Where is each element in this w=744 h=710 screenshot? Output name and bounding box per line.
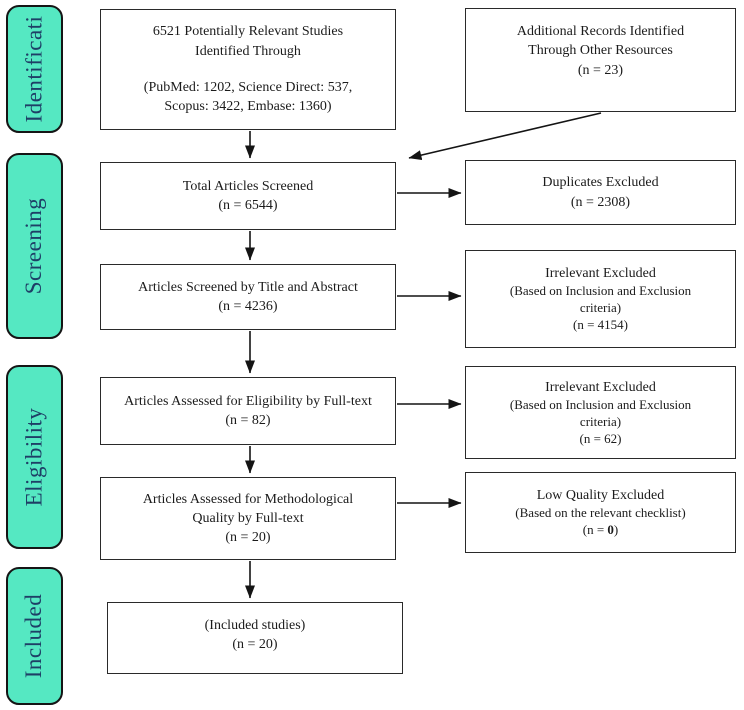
box-fulltext-eligibility-count: (n = 82) [225, 413, 271, 428]
stage-eligibility-label: Eligibility [21, 407, 47, 507]
box-records-identified-line: 6521 Potentially Relevant Studies [152, 24, 344, 40]
box-irrelevant-excluded-1-subline: criteria) [579, 300, 622, 316]
box-records-identified-line: Identified Through [195, 43, 301, 59]
box-low-quality-excluded-title: Low Quality Excluded [536, 487, 665, 503]
box-title-abstract-line: Articles Screened by Title and Abstract [138, 279, 358, 295]
box-irrelevant-excluded-1: Irrelevant Excluded (Based on Inclusion … [465, 250, 736, 348]
box-additional-records: Additional Records Identified Through Ot… [465, 8, 736, 112]
box-methodological-quality-line: Quality by Full-text [192, 510, 304, 526]
box-additional-records-line: Through Other Resources [528, 43, 673, 59]
box-methodological-quality-count: (n = 20) [225, 530, 271, 546]
box-total-screened-line: Total Articles Screened [182, 178, 314, 194]
box-low-quality-excluded: Low Quality Excluded (Based on the relev… [465, 472, 736, 553]
box-duplicates-excluded: Duplicates Excluded (n = 2308) [465, 160, 736, 225]
box-fulltext-eligibility-line: Articles Assessed for Eligibility by Ful… [124, 393, 372, 409]
box-included-studies: (Included studies) (n = 20) [107, 602, 403, 674]
box-included-studies-line: (Included studies) [204, 618, 306, 633]
box-irrelevant-excluded-2-count: (n = 62) [579, 430, 622, 446]
box-additional-records-count: (n = 23) [577, 62, 624, 78]
box-additional-records-line: Additional Records Identified [516, 24, 685, 39]
box-irrelevant-excluded-2: Irrelevant Excluded (Based on Inclusion … [465, 366, 736, 459]
stage-eligibility: Eligibility [6, 365, 63, 549]
box-irrelevant-excluded-2-subline: criteria) [579, 413, 622, 429]
box-fulltext-eligibility: Articles Assessed for Eligibility by Ful… [100, 377, 396, 445]
box-records-identified-line: Scopus: 3422, Embase: 1360) [164, 99, 332, 115]
stage-screening-label: Screening [21, 197, 47, 295]
box-irrelevant-excluded-2-title: Irrelevant Excluded [545, 379, 656, 395]
box-duplicates-excluded-line: Duplicates Excluded [542, 175, 659, 191]
stage-included: Included [6, 567, 63, 705]
box-low-quality-excluded-count: (n = 0) [582, 522, 619, 538]
stage-included-label: Included [21, 593, 47, 679]
stage-screening: Screening [6, 153, 63, 339]
box-methodological-quality-line: Articles Assessed for Methodological [142, 491, 354, 507]
box-low-quality-excluded-subline: (Based on the relevant checklist) [515, 505, 686, 521]
box-records-identified: 6521 Potentially Relevant Studies Identi… [100, 9, 396, 130]
box-records-identified-line: (PubMed: 1202, Science Direct: 537, [143, 80, 353, 95]
box-total-screened-count: (n = 6544) [218, 198, 278, 213]
box-irrelevant-excluded-1-count: (n = 4154) [573, 317, 628, 333]
stage-identification: Identificati [6, 5, 63, 133]
stage-identification-label: Identificati [21, 15, 47, 123]
box-irrelevant-excluded-2-subline: (Based on Inclusion and Exclusion [509, 396, 692, 412]
box-title-abstract-screened: Articles Screened by Title and Abstract … [100, 264, 396, 330]
box-duplicates-excluded-count: (n = 2308) [570, 194, 631, 210]
box-irrelevant-excluded-1-subline: (Based on Inclusion and Exclusion [509, 283, 692, 299]
box-included-studies-count: (n = 20) [232, 637, 278, 653]
box-title-abstract-count: (n = 4236) [218, 299, 278, 314]
box-irrelevant-excluded-1-title: Irrelevant Excluded [545, 266, 656, 281]
box-methodological-quality: Articles Assessed for Methodological Qua… [100, 477, 396, 560]
box-total-screened: Total Articles Screened (n = 6544) [100, 162, 396, 230]
arrow-additional-to-screened [408, 112, 602, 161]
